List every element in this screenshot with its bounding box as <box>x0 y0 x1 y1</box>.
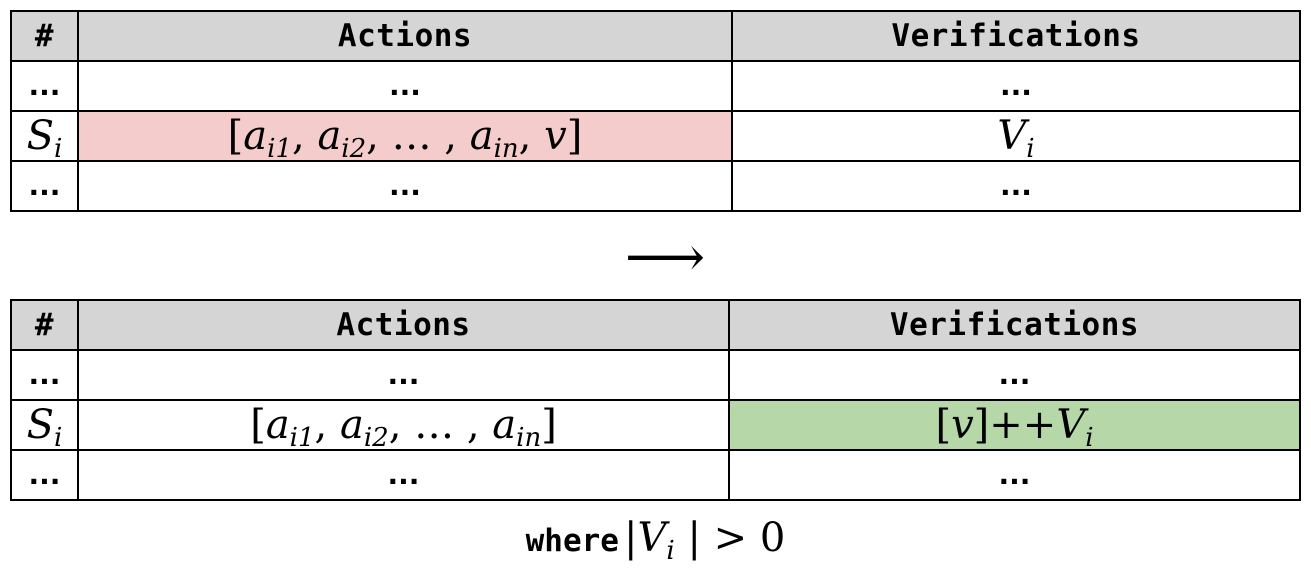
actions-cell-after: [ai1, ai2, … , ain] <box>77 399 730 451</box>
after-table: # Actions Verifications ... ... ... Si [… <box>10 299 1301 501</box>
right-arrow-icon: ⟶ <box>624 225 706 290</box>
header-actions: Actions <box>77 10 733 62</box>
where-keyword: where <box>525 523 619 559</box>
ellipsis-cell: ... <box>728 349 1301 401</box>
step-label: Si <box>10 399 79 451</box>
ellipsis-cell: ... <box>10 160 79 212</box>
ellipsis-cell: ... <box>77 449 730 501</box>
ellipsis-cell: ... <box>10 60 79 112</box>
ellipsis-cell: ... <box>731 60 1301 112</box>
actions-cell-before: [ai1, ai2, … , ain, v] <box>77 110 733 162</box>
ellipsis-cell: ... <box>728 449 1301 501</box>
header-verifications: Verifications <box>728 299 1301 351</box>
ellipsis-cell: ... <box>77 60 733 112</box>
condition-caption: where |Vi | > 0 <box>0 512 1311 564</box>
step-label: Si <box>10 110 79 162</box>
header-num: # <box>10 10 79 62</box>
step-row: Si [ai1, ai2, … , ain, v] Vi <box>10 110 1301 162</box>
ellipsis-cell: ... <box>77 349 730 401</box>
ellipsis-cell: ... <box>731 160 1301 212</box>
header-actions: Actions <box>77 299 730 351</box>
ellipsis-cell: ... <box>10 449 79 501</box>
table-row: ... ... ... <box>10 449 1301 501</box>
verifications-cell-after: [v]++Vi <box>728 399 1301 451</box>
ellipsis-cell: ... <box>77 160 733 212</box>
header-row: # Actions Verifications <box>10 299 1301 351</box>
step-row: Si [ai1, ai2, … , ain] [v]++Vi <box>10 399 1301 451</box>
table-row: ... ... ... <box>10 160 1301 212</box>
ellipsis-cell: ... <box>10 349 79 401</box>
condition-expression: |Vi | > 0 <box>624 515 786 566</box>
header-row: # Actions Verifications <box>10 10 1301 62</box>
verifications-cell-before: Vi <box>731 110 1301 162</box>
table-row: ... ... ... <box>10 349 1301 401</box>
header-num: # <box>10 299 79 351</box>
before-table: # Actions Verifications ... ... ... Si [… <box>10 10 1301 212</box>
header-verifications: Verifications <box>731 10 1301 62</box>
table-row: ... ... ... <box>10 60 1301 112</box>
